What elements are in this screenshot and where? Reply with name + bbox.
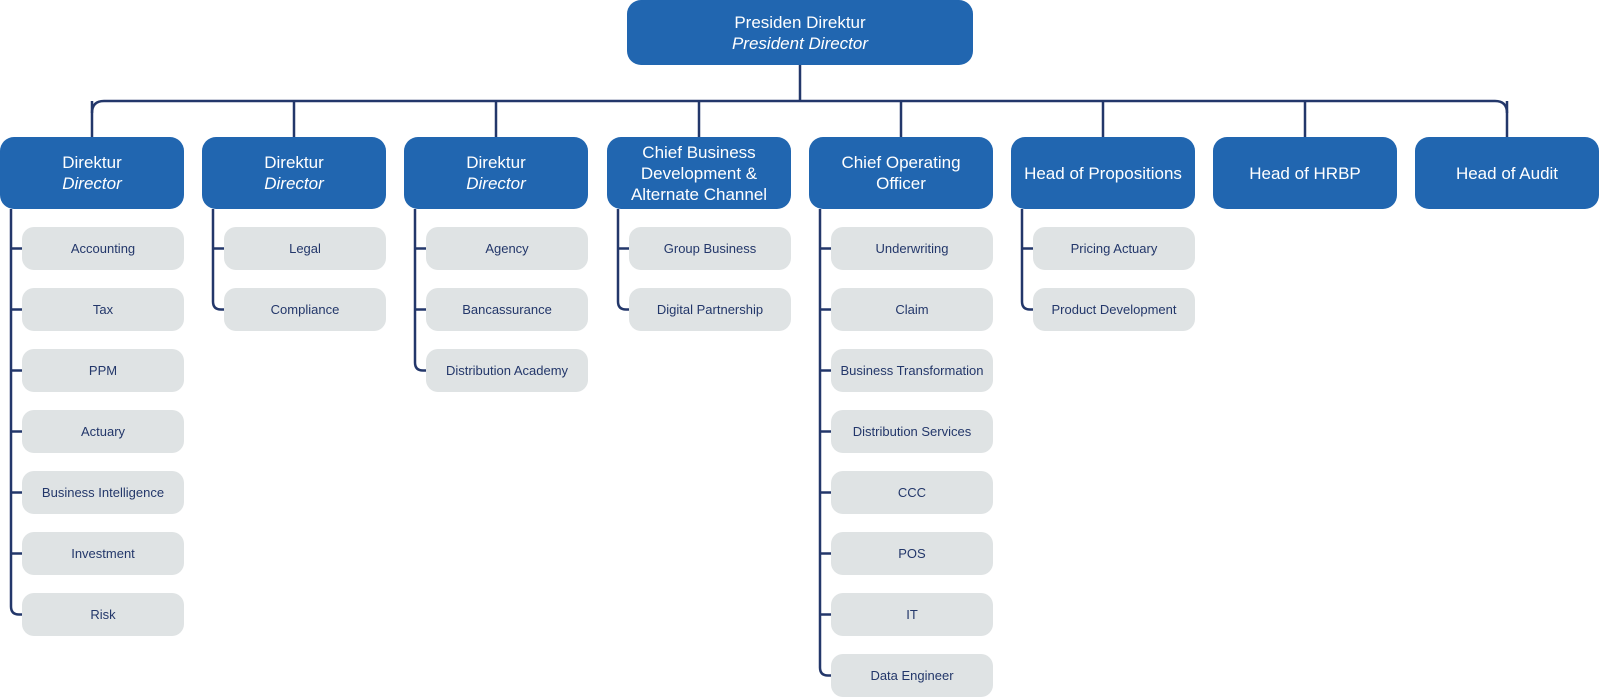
director-title: Head of HRBP — [1249, 163, 1361, 183]
unit-box[interactable]: Tax — [22, 288, 184, 331]
unit-box[interactable]: Digital Partnership — [629, 288, 791, 331]
unit-box[interactable]: CCC — [831, 471, 993, 514]
unit-label: CCC — [897, 485, 927, 500]
director-title: Head of Propositions — [1024, 163, 1182, 183]
unit-box[interactable]: Bancassurance — [426, 288, 588, 331]
director-title: Chief Operating Officer — [841, 153, 961, 193]
unit-box[interactable]: Actuary — [22, 410, 184, 453]
unit-box[interactable]: Underwriting — [831, 227, 993, 270]
unit-box[interactable]: PPM — [22, 349, 184, 392]
director-subtitle: Director — [466, 174, 526, 193]
unit-label: Investment — [71, 546, 135, 561]
unit-label: Business Transformation — [840, 363, 984, 378]
unit-spine-line — [1020, 209, 1033, 311]
unit-label: Actuary — [80, 424, 126, 439]
director-box-8[interactable]: Head of Audit — [1415, 137, 1599, 209]
unit-label: PPM — [88, 363, 118, 378]
director-box-7[interactable]: Head of HRBP — [1213, 137, 1397, 209]
director-title: Head of Audit — [1455, 163, 1559, 183]
director-box-6[interactable]: Head of Propositions — [1011, 137, 1195, 209]
president-director-subtitle: President Director — [731, 33, 869, 53]
unit-label: Accounting — [70, 241, 136, 256]
director-subtitle: Director — [62, 174, 122, 193]
unit-label: Claim — [895, 302, 929, 317]
unit-label: Legal — [289, 241, 321, 256]
unit-box[interactable]: IT — [831, 593, 993, 636]
unit-box[interactable]: Pricing Actuary — [1033, 227, 1195, 270]
director-title: Chief Business Development & Alternate C… — [630, 142, 768, 204]
director-title: Direktur — [466, 153, 526, 172]
unit-box[interactable]: Agency — [426, 227, 588, 270]
director-box-4[interactable]: Chief Business Development & Alternate C… — [607, 137, 791, 209]
unit-box[interactable]: Data Engineer — [831, 654, 993, 697]
unit-label: Distribution Academy — [445, 363, 569, 378]
unit-label: Pricing Actuary — [1070, 241, 1158, 256]
unit-box[interactable]: Investment — [22, 532, 184, 575]
unit-box[interactable]: Business Transformation — [831, 349, 993, 392]
unit-box[interactable]: Compliance — [224, 288, 386, 331]
unit-label: Business Intelligence — [41, 485, 165, 500]
unit-box[interactable]: Distribution Academy — [426, 349, 588, 392]
unit-label: Group Business — [663, 241, 757, 256]
director-box-5[interactable]: Chief Operating Officer — [809, 137, 993, 209]
unit-spine-line — [211, 209, 224, 311]
unit-label: Data Engineer — [870, 668, 954, 683]
unit-spine-line — [818, 209, 831, 677]
unit-label: IT — [906, 607, 918, 622]
director-title: Direktur — [62, 153, 122, 172]
unit-label: Compliance — [270, 302, 340, 317]
unit-label: Risk — [90, 607, 116, 622]
unit-box[interactable]: Claim — [831, 288, 993, 331]
unit-label: Agency — [485, 241, 529, 256]
unit-spine-line — [413, 209, 426, 372]
unit-box[interactable]: Product Development — [1033, 288, 1195, 331]
unit-box[interactable]: Accounting — [22, 227, 184, 270]
president-director-box[interactable]: Presiden Direktur President Director — [627, 0, 973, 65]
president-director-title: Presiden Direktur — [734, 12, 866, 32]
unit-spine-line — [9, 209, 22, 616]
unit-box[interactable]: Legal — [224, 227, 386, 270]
unit-box[interactable]: POS — [831, 532, 993, 575]
unit-label: Bancassurance — [462, 302, 552, 317]
unit-box[interactable]: Risk — [22, 593, 184, 636]
unit-box[interactable]: Group Business — [629, 227, 791, 270]
unit-box[interactable]: Business Intelligence — [22, 471, 184, 514]
unit-box[interactable]: Distribution Services — [831, 410, 993, 453]
unit-spine-line — [616, 209, 629, 311]
director-subtitle: Director — [264, 174, 324, 193]
unit-label: Digital Partnership — [656, 302, 764, 317]
unit-label: Distribution Services — [852, 424, 972, 439]
unit-label: Underwriting — [875, 241, 949, 256]
horizontal-bus-line — [90, 99, 1509, 114]
unit-label: Tax — [92, 302, 114, 317]
director-title: Direktur — [264, 153, 324, 172]
unit-label: POS — [898, 546, 926, 561]
unit-label: Product Development — [1051, 302, 1177, 317]
